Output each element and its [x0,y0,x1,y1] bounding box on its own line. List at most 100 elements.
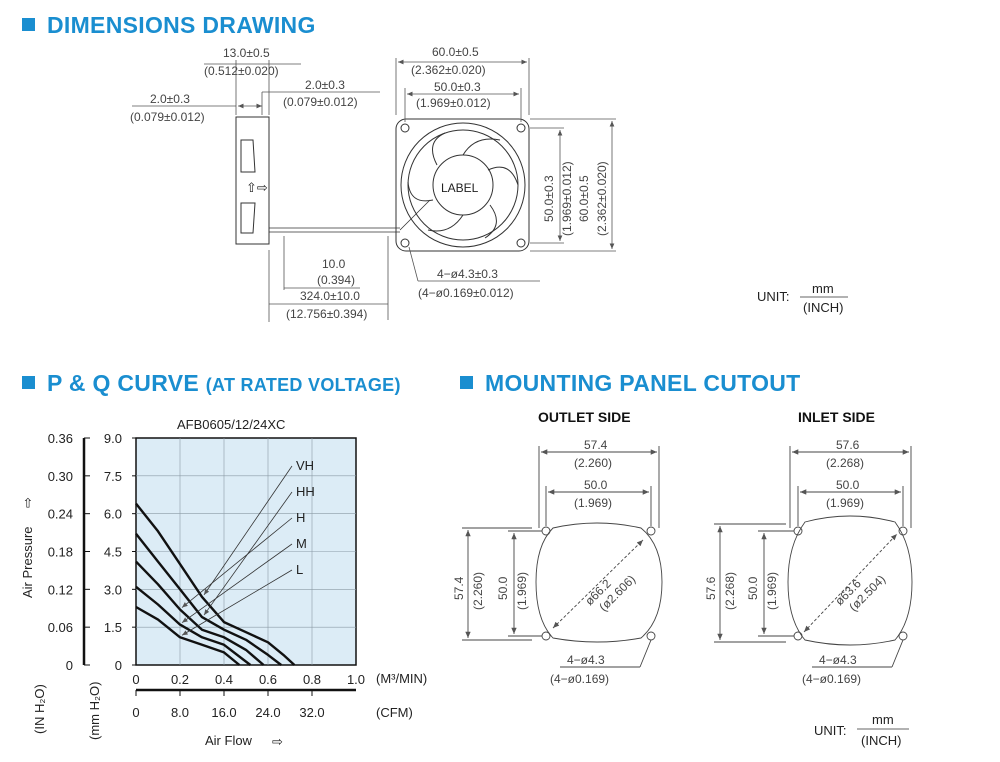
series-label-hh: HH [296,484,315,499]
inlet-hole-spacing: 50.0 [836,478,860,492]
inlet-hole-spacing-inch: (1.969) [826,496,864,510]
pq-curve-title-text: P & Q CURVE [47,370,199,396]
inlet-height: 57.6 [704,576,718,600]
series-line-h [135,560,265,666]
fan-side-blade-lower [240,202,256,234]
outlet-hole-spacing: 50.0 [584,478,608,492]
series-line-m [135,585,252,666]
up-arrow-icon: ⇨ [20,497,35,508]
dim-flange-right-inch: (0.079±0.012) [283,95,358,109]
y-tick-label-mm: 6.0 [104,507,122,522]
chart-title: AFB0605/12/24XC [177,417,285,432]
x-tick-label-cfm: 24.0 [255,705,280,720]
inlet-width: 57.6 [836,438,860,452]
y-tick-label-inch: 0.30 [48,469,73,484]
unit-label: UNIT: [757,289,790,304]
outlet-width-inch: (2.260) [574,456,612,470]
y-tick-label-inch: 0.12 [48,582,73,597]
dimensions-section-title: DIMENSIONS DRAWING [22,12,316,39]
dim-frame-width: 60.0±0.5 [432,45,479,59]
inlet-mount-hole [898,526,908,536]
series-label-vh: VH [296,458,314,473]
inlet-mount-hole [793,631,803,641]
outlet-mount-hole [541,631,551,641]
chart-y-ticks: 01.53.04.56.07.59.000.060.120.180.240.30… [48,431,136,673]
airflow-direction-icon: ⇧⇨ [246,180,268,195]
outlet-mount-hole [541,526,551,536]
outlet-holes-inch: (4−ø0.169) [550,672,609,686]
inlet-cutout [714,446,913,668]
x-tick-label: 0 [132,672,139,687]
dim-hole-spacing: 50.0±0.3 [434,80,481,94]
outlet-hole-spacing-vertical-inch: (1.969) [515,572,529,610]
inlet-cutout-outline [787,515,913,646]
dim-hole-spacing-vertical-inch: (1.969±0.012) [560,161,574,236]
outlet-height-inch: (2.260) [471,572,485,610]
dim-flange-right: 2.0±0.3 [305,78,345,92]
outlet-mount-hole [646,526,656,536]
dim-mount-holes-inch: (4−ø0.169±0.012) [418,286,514,300]
y-tick-label-mm: 3.0 [104,582,122,597]
series-label-h: H [296,510,305,525]
mount-unit-mm: mm [872,712,894,727]
mount-hole [400,238,410,248]
inlet-holes: 4−ø4.3 [819,653,857,667]
outlet-side-title: OUTLET SIDE [538,409,631,425]
outlet-hole-spacing-inch: (1.969) [574,496,612,510]
fan-side-blade-upper [240,139,256,173]
mount-unit-label: UNIT: [814,723,847,738]
fan-front-view [395,118,530,252]
y-tick-label-mm: 7.5 [104,469,122,484]
series-line-l [135,605,241,666]
dim-flange-left: 2.0±0.3 [150,92,190,106]
square-bullet-icon [460,376,473,389]
fan-blades [407,132,519,239]
series-line-vh [135,502,296,666]
fan-frame [395,118,530,252]
outlet-hole-spacing-vertical: 50.0 [496,576,510,600]
x-tick-label-cfm: 16.0 [211,705,236,720]
y-tick-label-inch: 0.06 [48,620,73,635]
series-leader-l [181,569,293,636]
x-unit-m3min: (M³/MIN) [376,671,427,686]
outlet-cutout-outline [535,522,663,643]
inlet-hole-spacing-vertical-inch: (1.969) [765,572,779,610]
x-unit-cfm: (CFM) [376,705,413,720]
inlet-holes-inch: (4−ø0.169) [802,672,861,686]
inlet-hole-spacing-vertical: 50.0 [746,576,760,600]
pq-curve-subtitle: (AT RATED VOLTAGE) [205,375,401,395]
x-tick-label: 1.0 [347,672,365,687]
outlet-cutout [462,446,663,668]
series-leader-h [181,517,293,608]
y-unit-inch: (IN H₂O) [32,684,47,734]
dim-lead-length-inch: (12.756±0.394) [286,307,367,321]
dim-flange-left-inch: (0.079±0.012) [130,110,205,124]
fan-wire-channel [399,199,431,231]
dim-strip-length: 10.0 [322,257,346,271]
dim-frame-height: 60.0±0.5 [577,175,591,222]
inlet-mount-hole [898,631,908,641]
mounting-section-title: MOUNTING PANEL CUTOUT [460,370,801,397]
pq-curve-section-title: P & Q CURVE (AT RATED VOLTAGE) [22,370,401,397]
outlet-width: 57.4 [584,438,608,452]
series-label-m: M [296,536,307,551]
x-tick-label-cfm: 8.0 [171,705,189,720]
outlet-mount-hole [646,631,656,641]
x-tick-label-cfm: 32.0 [299,705,324,720]
y-tick-label-inch: 0 [66,658,73,673]
series-line-hh [135,533,282,666]
y-tick-label-mm: 0 [115,658,122,673]
dim-strip-length-inch: (0.394) [317,273,355,287]
series-leader-vh [203,465,293,596]
y-tick-label-inch: 0.18 [48,545,73,560]
y-tick-label-mm: 9.0 [104,431,122,446]
mount-unit-inch: (INCH) [861,733,901,748]
mount-hole [516,123,526,133]
dim-thickness-inch: (0.512±0.020) [204,64,279,78]
unit-mm: mm [812,281,834,296]
series-label-l: L [296,562,303,577]
x-axis-label: Air Flow [205,733,253,748]
